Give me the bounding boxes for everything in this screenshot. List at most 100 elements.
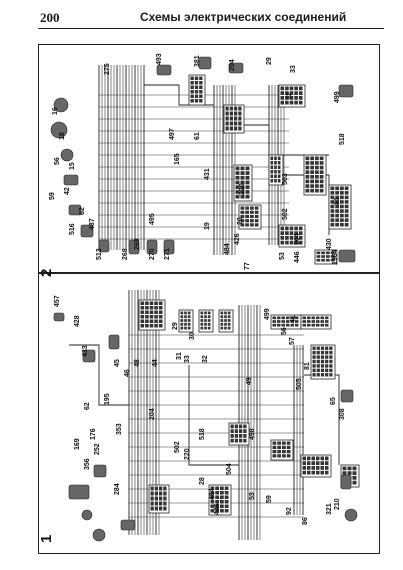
connector-pin — [145, 324, 149, 328]
components — [50, 56, 360, 542]
component-label: 62 — [79, 207, 86, 215]
connector-pin — [340, 195, 344, 200]
connector-pin — [320, 364, 325, 368]
connector-pin — [250, 219, 254, 223]
connector-pin — [311, 470, 315, 475]
connector-pin — [149, 315, 154, 319]
connector-pin — [272, 316, 276, 320]
connector-pin — [199, 76, 203, 80]
component-label: 271 — [164, 248, 171, 260]
connector-pin — [315, 175, 319, 179]
component-label: 32 — [202, 355, 209, 363]
connector-pin — [298, 91, 303, 95]
connector-pin — [289, 231, 294, 235]
connector-pin — [294, 231, 298, 235]
connector-pin — [158, 319, 163, 323]
connector-pin — [289, 100, 294, 105]
component-label: 86 — [302, 517, 309, 525]
connector-pin — [344, 213, 349, 218]
connector-pin — [145, 315, 149, 319]
connector-pin — [329, 368, 333, 373]
component-label: 33 — [290, 65, 297, 73]
connector-pin — [245, 210, 249, 214]
component-label: 59 — [266, 495, 273, 503]
connector-pin — [277, 165, 281, 169]
connector-pin — [311, 320, 315, 323]
connector-pin — [215, 486, 219, 490]
connector-pin — [280, 231, 285, 235]
component-symbol — [108, 334, 120, 350]
connector-pin — [330, 255, 335, 258]
connector-pin — [272, 320, 276, 323]
component-label: 81 — [304, 362, 311, 370]
component-label: 503 — [282, 173, 289, 185]
connector-pin — [289, 86, 294, 91]
connector-pin — [340, 200, 344, 204]
connector-pin — [302, 323, 306, 327]
connector-pin — [187, 326, 191, 330]
component-label: 428 — [74, 315, 81, 327]
connector-pin — [286, 323, 290, 327]
connector-pin — [254, 206, 259, 210]
connector-pin — [320, 350, 325, 355]
connector-pin — [315, 184, 319, 188]
component-symbol — [68, 484, 90, 500]
connector-pin — [307, 466, 311, 470]
component-label: 48 — [134, 359, 141, 367]
component-symbol — [156, 64, 172, 76]
connector-pin — [344, 204, 349, 209]
connector-pin — [321, 258, 325, 262]
connector-pin — [302, 470, 306, 475]
connector-pin — [224, 326, 227, 330]
component-label: 18 — [59, 132, 66, 140]
connector-pin — [277, 445, 281, 449]
connector-pin — [295, 316, 299, 320]
connector-pin — [154, 301, 158, 305]
connector-pin — [159, 496, 163, 501]
connector-pin — [215, 500, 219, 504]
connector-pin — [154, 486, 158, 491]
connector-pin — [200, 315, 204, 319]
connector-pin — [194, 85, 199, 89]
connector-pin — [163, 501, 167, 506]
connector-pin — [227, 311, 231, 315]
connector-pin — [238, 106, 242, 111]
running-title: Схемы электрических соединений — [140, 10, 347, 24]
connector-pin — [285, 231, 289, 235]
connector-pin — [310, 165, 314, 170]
connector-pin — [180, 315, 184, 319]
connector-pin — [325, 350, 329, 355]
connector-pin — [305, 175, 310, 179]
component-label: 77 — [244, 262, 251, 270]
connector-pin — [330, 204, 335, 209]
connector-pin — [207, 311, 211, 315]
connector-pin — [235, 185, 240, 190]
connector-pin — [302, 461, 306, 465]
connector-pin — [239, 438, 243, 443]
connector-pin — [270, 156, 274, 160]
connector-pin — [204, 322, 207, 326]
connector-pin — [330, 209, 335, 213]
connector-pin — [320, 359, 325, 364]
connector-pin — [294, 91, 298, 95]
connector-pin — [224, 311, 227, 315]
page-header: 200 Схемы электрических соединений — [0, 0, 403, 29]
component-symbol — [60, 148, 74, 162]
connector-pin — [207, 315, 211, 319]
connector-pin — [240, 194, 245, 199]
component-label: 430 — [326, 238, 333, 250]
connector-pin — [210, 504, 215, 508]
connector-pin — [235, 171, 240, 175]
component-label: 81 — [334, 197, 341, 205]
connector-pin — [294, 226, 298, 231]
connector-pin — [220, 504, 224, 508]
connector-pin — [254, 214, 259, 219]
connector-pin — [239, 424, 243, 429]
connector-pin — [330, 195, 335, 200]
connector-pin — [335, 195, 339, 200]
connector-pin — [282, 441, 286, 445]
component-label: 42 — [64, 187, 71, 195]
connector-pin — [194, 81, 199, 85]
connector-pin — [145, 301, 149, 305]
connector-pin — [280, 100, 285, 105]
